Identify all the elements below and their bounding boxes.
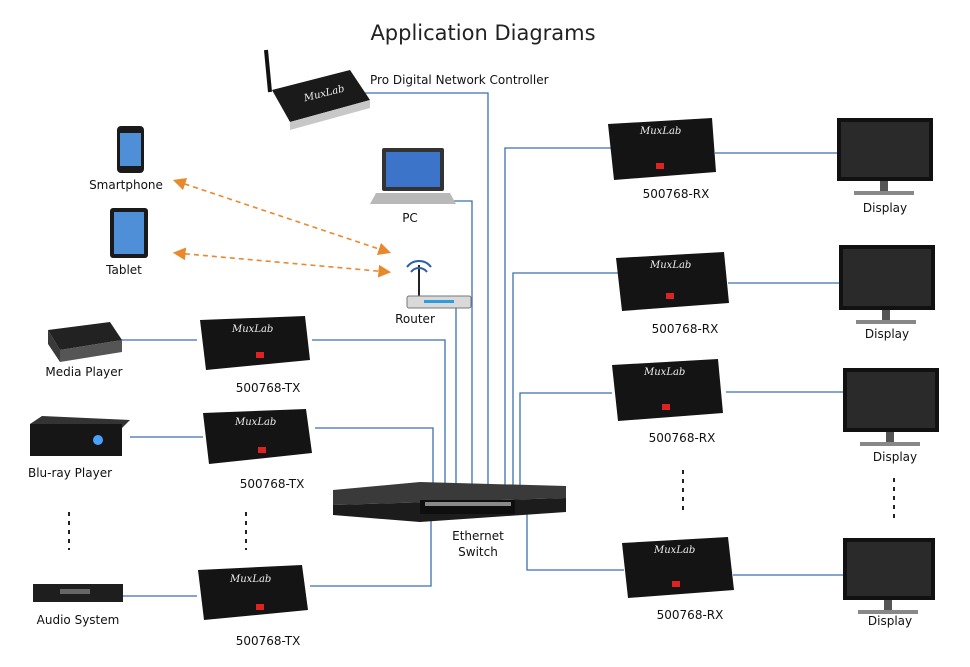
diagram-title: Application Diagrams: [370, 21, 595, 45]
smartphone-icon: [117, 126, 144, 173]
tablet-wireless-link: [172, 247, 392, 278]
display1-label: Display: [863, 201, 907, 215]
tx2-label: 500768-TX: [240, 477, 305, 491]
tx3-label: 500768-TX: [236, 634, 301, 648]
switch-label-line1: Ethernet: [452, 529, 504, 543]
pc-label: PC: [402, 211, 418, 225]
rx4-brand: MuxLab: [653, 545, 695, 556]
extender-icon: MuxLab: [608, 118, 716, 180]
bluray-player-icon: [30, 416, 130, 456]
tx3-link: [310, 512, 432, 587]
controller-link: [365, 92, 489, 497]
rx1-label: 500768-RX: [643, 187, 710, 201]
tx1-brand: MuxLab: [231, 324, 273, 335]
rx1-brand: MuxLab: [639, 126, 681, 137]
laptop-icon: [370, 148, 456, 204]
smartphone-wireless-link: [172, 177, 392, 256]
monitor-icon: [837, 118, 933, 195]
audio-system-label: Audio System: [37, 613, 120, 627]
extender-icon: MuxLab: [200, 316, 310, 370]
switch-label-line2: Switch: [458, 545, 498, 559]
monitor-icon: [843, 368, 939, 446]
extender-icon: MuxLab: [203, 409, 312, 464]
continuation-dots: [68, 470, 895, 550]
extender-icon: MuxLab: [616, 252, 729, 311]
display4-label: Display: [868, 614, 912, 628]
audio-system-icon: [33, 584, 123, 602]
router-icon: [406, 260, 472, 309]
rx3-label: 500768-RX: [649, 431, 716, 445]
smartphone-label: Smartphone: [89, 178, 163, 192]
rx3-brand: MuxLab: [643, 367, 685, 378]
bluray-player-label: Blu-ray Player: [28, 466, 112, 480]
network-controller: MuxLab: [264, 49, 370, 130]
rx2-brand: MuxLab: [649, 260, 691, 271]
tx1-link: [312, 339, 446, 497]
extender-icon: MuxLab: [198, 565, 308, 620]
wireless-links: [172, 177, 392, 278]
rx3-link: [519, 392, 612, 497]
router-label: Router: [395, 312, 435, 326]
media-player-label: Media Player: [45, 365, 122, 379]
monitor-icon: [843, 538, 935, 614]
tx1-label: 500768-TX: [236, 381, 301, 395]
controller-label: Pro Digital Network Controller: [370, 73, 549, 87]
rx1-link: [504, 147, 612, 497]
monitor-icon: [839, 245, 935, 324]
network-links: [117, 92, 843, 597]
tx2-link: [315, 427, 434, 497]
rx2-label: 500768-RX: [652, 322, 719, 336]
rx4-link: [526, 514, 624, 571]
router-link: [440, 305, 457, 497]
tablet-icon: [110, 208, 148, 258]
antenna-icon: [264, 49, 272, 93]
media-player-icon: [48, 322, 122, 362]
display3-label: Display: [873, 450, 917, 464]
rx2-link: [512, 272, 618, 497]
tablet-label: Tablet: [105, 263, 142, 277]
pc-link: [447, 200, 473, 497]
tx3-brand: MuxLab: [229, 574, 271, 585]
tx2-brand: MuxLab: [234, 417, 276, 428]
rx4-label: 500768-RX: [657, 608, 724, 622]
extender-icon: MuxLab: [622, 537, 734, 598]
extender-icon: MuxLab: [612, 359, 723, 421]
display2-label: Display: [865, 327, 909, 341]
switch-icon: [333, 482, 566, 522]
